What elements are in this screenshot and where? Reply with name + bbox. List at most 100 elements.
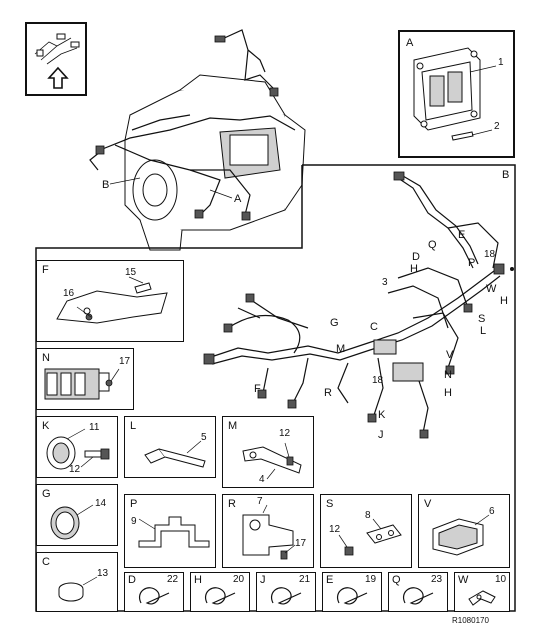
clip-d-letter: D (128, 574, 136, 586)
panel-l-letter: L (130, 420, 137, 432)
clip-j-letter: J (260, 574, 266, 586)
panel-m-letter: M (228, 420, 238, 432)
harness-label-d: D (412, 251, 420, 263)
harness-label-j: J (378, 429, 384, 441)
cable-tie-icon (139, 587, 170, 605)
panel-r-callout-7: 7 (257, 496, 263, 507)
panel-n[interactable]: N 17 (36, 348, 134, 410)
harness-label-l: L (480, 325, 487, 337)
panel-a-callout-1: 1 (498, 57, 504, 68)
mounting-clip-icon (468, 590, 496, 606)
harness-label-r: R (324, 387, 332, 399)
harness-label-g: G (330, 317, 339, 329)
engine-label-b: B (102, 179, 110, 191)
plug-illustration (50, 504, 94, 540)
panel-p-callout-9: 9 (131, 516, 137, 527)
harness-label-p: P (468, 257, 476, 269)
harness-label-q: Q (428, 239, 437, 251)
harness-label-c: C (370, 321, 378, 333)
clip-e-letter: E (326, 574, 334, 586)
harness-label-k: K (378, 409, 386, 421)
clip-h-letter: H (194, 574, 202, 586)
panel-k-callout-11: 11 (89, 422, 100, 433)
cable-bracket-illustration (242, 504, 296, 560)
panel-v-letter: V (424, 498, 432, 510)
panel-m[interactable]: M 12 4 (222, 416, 314, 488)
cap-illustration (58, 576, 98, 602)
cable-tie-icon (205, 587, 236, 605)
bracket-illustration (56, 276, 168, 324)
mounting-plate-illustration (338, 518, 402, 556)
clip-e-number: 19 (365, 574, 377, 585)
cable-tie-icon (403, 587, 434, 605)
clip-panel-h[interactable]: H 20 (190, 572, 250, 612)
clip-d-number: 22 (167, 574, 179, 585)
panel-c[interactable]: C 13 (36, 552, 118, 612)
panel-b-letter: B (502, 169, 510, 181)
engine-label-a: A (234, 193, 242, 205)
panel-s-letter: S (326, 498, 334, 510)
panel-f-callout-16: 16 (63, 288, 75, 299)
clip-panel-j[interactable]: J 21 (256, 572, 316, 612)
panel-g[interactable]: G 14 (36, 484, 118, 546)
panel-l[interactable]: L 5 (124, 416, 216, 478)
clip-j-number: 21 (299, 574, 311, 585)
harness-label-18b: 18 (372, 375, 384, 386)
panel-f-callout-15: 15 (125, 267, 137, 278)
clip-h-number: 20 (233, 574, 245, 585)
clip-q-number: 23 (431, 574, 443, 585)
panel-p-letter: P (130, 498, 138, 510)
thumbnail-wiring-icon (34, 33, 80, 65)
engine-overview-illustration (89, 29, 306, 251)
u-bracket-illustration (138, 516, 210, 548)
panel-s-callout-8: 8 (365, 510, 371, 521)
harness-label-n: N (444, 369, 452, 381)
harness-label-m: M (336, 343, 346, 355)
harness-label-h1: H (410, 263, 418, 275)
panel-a-letter: A (406, 37, 414, 49)
panel-f-letter: F (42, 264, 49, 276)
panel-v[interactable]: V 6 (418, 494, 510, 568)
l-clip-illustration (144, 440, 206, 468)
grommet-bolt-illustration (46, 428, 110, 470)
clip-panel-q[interactable]: Q 23 (388, 572, 448, 612)
harness-label-s: S (478, 313, 486, 325)
clip-panel-d[interactable]: D 22 (124, 572, 184, 612)
panel-a-callout-2: 2 (494, 121, 500, 132)
harness-label-w: W (486, 283, 497, 295)
panel-m-callout-4: 4 (259, 474, 265, 485)
panel-a-ecu[interactable]: A 1 2 (398, 30, 515, 158)
relay-block-illustration (44, 368, 120, 400)
harness-label-3: 3 (382, 277, 388, 288)
clip-panel-e[interactable]: E 19 (322, 572, 382, 612)
connector-housing-illustration (432, 514, 490, 556)
panel-c-letter: C (42, 556, 50, 568)
panel-p[interactable]: P 9 (124, 494, 216, 568)
angle-bracket-illustration (242, 442, 302, 480)
harness-label-18a: 18 (484, 249, 496, 260)
cable-tie-icon (271, 587, 302, 605)
panel-c-callout-13: 13 (97, 568, 109, 579)
up-arrow-icon (47, 66, 69, 89)
figure-reference: R1080170 (452, 616, 489, 625)
panel-s[interactable]: S 8 12 (320, 494, 412, 568)
harness-label-h2: H (500, 295, 508, 307)
panel-r-letter: R (228, 498, 236, 510)
panel-f[interactable]: F 15 16 (36, 260, 184, 342)
harness-label-f: F (254, 383, 261, 395)
ecu-unit-illustration (413, 47, 497, 141)
panel-g-letter: G (42, 488, 51, 500)
panel-v-callout-6: 6 (489, 506, 495, 517)
panel-k[interactable]: K 11 12 (36, 416, 118, 478)
panel-g-callout-14: 14 (95, 498, 107, 509)
clip-panel-w[interactable]: W 10 (454, 572, 510, 612)
panel-r[interactable]: R 7 17 (222, 494, 314, 568)
panel-s-callout-12: 12 (329, 524, 341, 535)
main-wiring-harness (203, 171, 514, 439)
cable-tie-icon (337, 587, 368, 605)
panel-l-callout-5: 5 (201, 432, 207, 443)
navigation-thumbnail[interactable] (25, 22, 87, 96)
panel-k-callout-12: 12 (69, 464, 81, 475)
panel-m-callout-12: 12 (279, 428, 291, 439)
panel-r-callout-17: 17 (295, 538, 307, 549)
